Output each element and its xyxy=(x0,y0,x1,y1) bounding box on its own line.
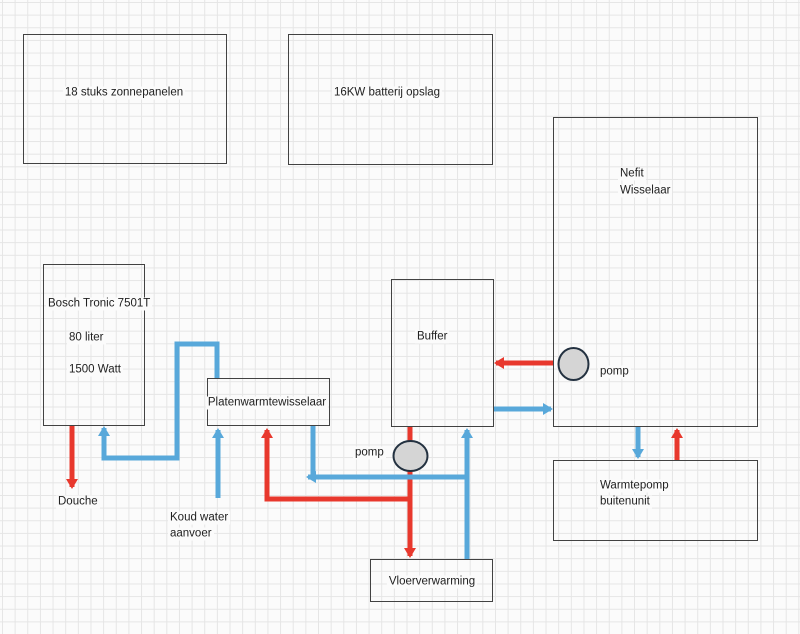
box-buffer[interactable] xyxy=(391,279,494,427)
pomp-label-vloer: pomp xyxy=(353,446,386,460)
box-bosch-tronic[interactable] xyxy=(43,264,145,426)
warmtepomp-label-line1: Warmtepomp xyxy=(598,479,671,493)
pipe-cold-platen-to-bosch[interactable] xyxy=(98,341,220,461)
box-zonnepanelen[interactable] xyxy=(23,34,227,164)
koud-water-label-line2: aanvoer xyxy=(168,527,214,541)
pipe-hot-branch-to-platen[interactable] xyxy=(261,428,410,502)
douche-label: Douche xyxy=(56,495,100,509)
vloerverwarming-label: Vloerverwarming xyxy=(386,575,478,589)
bosch-label-line2: 80 liter xyxy=(67,331,106,345)
pump-nefit-circle[interactable] xyxy=(557,347,590,381)
box-nefit-wisselaar[interactable] xyxy=(553,117,758,427)
bosch-label-line1: Bosch Tronic 7501T xyxy=(46,297,153,311)
pomp-label-nefit: pomp xyxy=(598,365,631,379)
zonnepanelen-label: 18 stuks zonnepanelen xyxy=(62,86,186,100)
warmtepomp-label-line2: buitenunit xyxy=(598,495,652,509)
box-warmtepomp-buitenunit[interactable] xyxy=(553,460,758,541)
pump-vloer-circle[interactable] xyxy=(392,440,429,472)
bosch-label-line3: 1500 Watt xyxy=(67,363,123,377)
platen-label: Platenwarmtewisselaar xyxy=(205,396,329,410)
nefit-label-line1: Nefit xyxy=(618,167,646,181)
box-batterij-opslag[interactable] xyxy=(288,34,493,165)
batterij-label: 16KW batterij opslag xyxy=(331,86,443,100)
box-vloerverwarming[interactable] xyxy=(370,559,493,602)
nefit-label-line2: Wisselaar xyxy=(618,184,673,198)
koud-water-label-line1: Koud water xyxy=(168,511,231,525)
buffer-label: Buffer xyxy=(415,330,450,344)
